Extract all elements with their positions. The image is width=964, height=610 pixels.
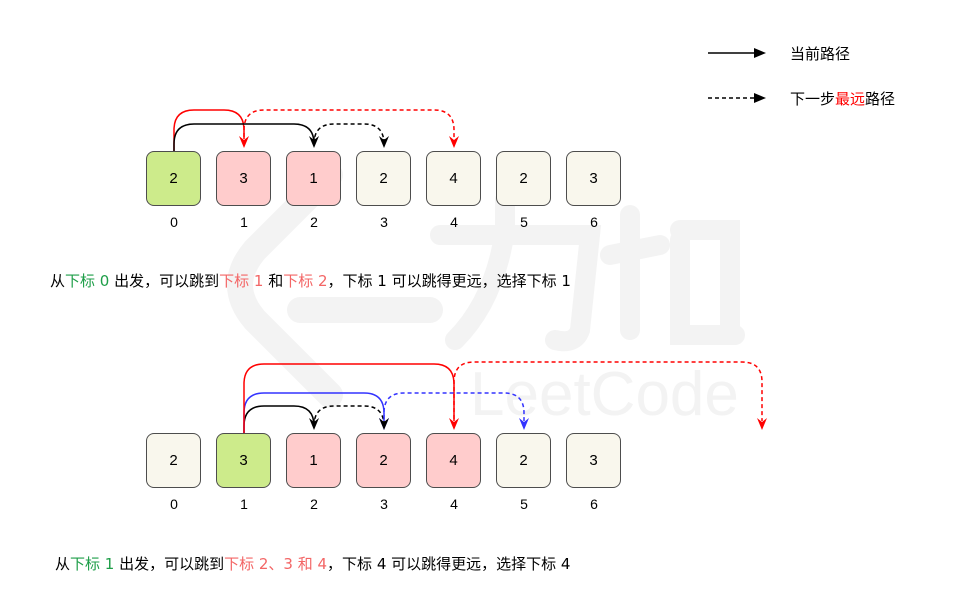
- legend-next-farthest: 下一步最远路径: [700, 86, 895, 110]
- solid-red-arrow: [243, 363, 455, 433]
- arrowhead-icon: [757, 418, 767, 430]
- solid-blue-arrow: [243, 392, 385, 433]
- caption-text: 和: [263, 272, 284, 290]
- arrowhead-icon: [519, 418, 529, 430]
- caption-text: 出发，可以跳到: [109, 272, 220, 290]
- caption-reach-index: 下标 2: [283, 272, 328, 290]
- arrowhead-icon: [379, 136, 389, 148]
- arrowhead-icon: [449, 136, 459, 148]
- arrowhead-icon: [239, 136, 249, 148]
- dashed-black-arrow: [313, 123, 385, 145]
- cell-index-label: 4: [450, 214, 458, 230]
- array-cell: 4: [426, 151, 481, 206]
- step1-caption: 从下标 0 出发，可以跳到下标 1 和下标 2，下标 1 可以跳得更远，选择下标…: [50, 270, 571, 291]
- cell-index-label: 6: [590, 496, 598, 512]
- caption-text: ，下标 1 可以跳得更远，选择下标 1: [327, 272, 571, 290]
- dashed-black-arrow: [313, 405, 385, 427]
- dashed-red-arrow: [243, 109, 455, 139]
- cell-index-label: 3: [380, 214, 388, 230]
- caption-start-index: 下标 1: [70, 555, 115, 573]
- cell-index-label: 6: [590, 214, 598, 230]
- legend-next-prefix: 下一步: [790, 89, 836, 108]
- cell-index-label: 1: [240, 214, 248, 230]
- array-cell: 3: [566, 433, 621, 488]
- array-cell: 4: [426, 433, 481, 488]
- caption-text: 从: [50, 272, 66, 290]
- cell-index-label: 2: [310, 214, 318, 230]
- array-cell: 3: [566, 151, 621, 206]
- legend-next-highlight: 最远: [835, 89, 866, 108]
- array-cell: 1: [286, 433, 341, 488]
- cell-index-label: 5: [520, 496, 528, 512]
- solid-red-arrow: [173, 109, 245, 151]
- solid-black-arrow: [243, 405, 315, 433]
- dashed-red-arrow: [453, 361, 763, 421]
- cell-index-label: 4: [450, 496, 458, 512]
- array-cell: 2: [496, 433, 551, 488]
- solid-arrow-icon: [708, 48, 766, 58]
- caption-reach-index: 下标 2、3 和 4: [224, 555, 328, 573]
- legend-next-suffix: 路径: [865, 89, 896, 108]
- legend-current-path-label: 当前路径: [790, 44, 851, 63]
- caption-text: 从: [55, 555, 71, 573]
- array-cell: 2: [496, 151, 551, 206]
- cell-index-label: 2: [310, 496, 318, 512]
- cell-index-label: 3: [380, 496, 388, 512]
- caption-reach-index: 下标 1: [219, 272, 264, 290]
- dashed-blue-arrow: [383, 392, 525, 421]
- array-cell: 3: [216, 433, 271, 488]
- legend-current-path: 当前路径: [700, 41, 850, 65]
- dashed-arrow-icon: [708, 93, 766, 103]
- caption-text: 出发，可以跳到: [114, 555, 225, 573]
- array-cell: 2: [146, 151, 201, 206]
- legend-next-farthest-label: 下一步最远路径: [790, 88, 895, 109]
- array-cell: 1: [286, 151, 341, 206]
- cell-index-label: 5: [520, 214, 528, 230]
- cell-index-label: 1: [240, 496, 248, 512]
- cell-index-label: 0: [170, 214, 178, 230]
- array-cell: 3: [216, 151, 271, 206]
- caption-text: ，下标 4 可以跳得更远，选择下标 4: [327, 555, 571, 573]
- array-cell: 2: [356, 151, 411, 206]
- solid-black-arrow: [173, 123, 315, 151]
- arrowhead-icon: [449, 418, 459, 430]
- step2-caption: 从下标 1 出发，可以跳到下标 2、3 和 4，下标 4 可以跳得更远，选择下标…: [55, 553, 570, 574]
- array-cell: 2: [356, 433, 411, 488]
- array-cell: 2: [146, 433, 201, 488]
- cell-index-label: 0: [170, 496, 178, 512]
- arrowhead-icon: [379, 418, 389, 430]
- caption-start-index: 下标 0: [65, 272, 110, 290]
